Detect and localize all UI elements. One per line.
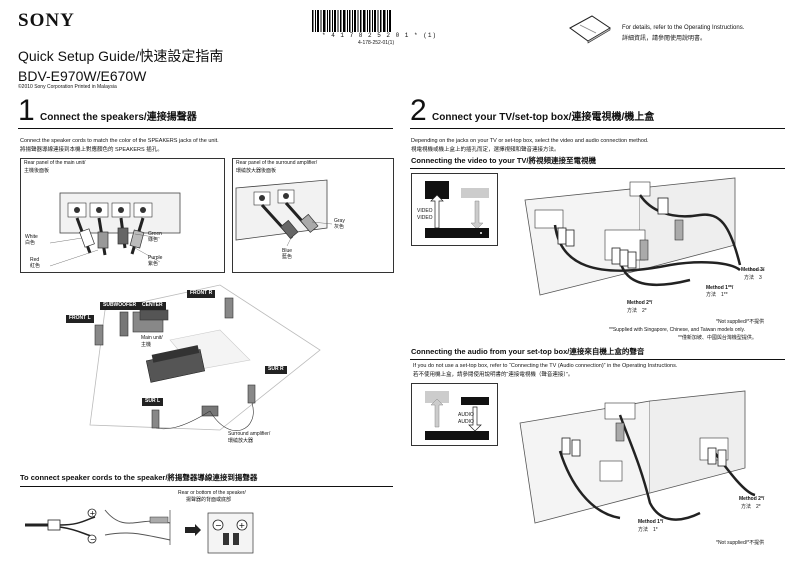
method2x-label-zh: 方法 2* xyxy=(627,308,647,314)
label-sur-r: SUR R xyxy=(265,366,287,374)
main-panel-illustration xyxy=(49,192,181,267)
surround-panel-label-zh: 環繞放大器後面板 xyxy=(236,168,277,174)
model-number: BDV-E970W/E670W xyxy=(18,68,147,84)
color-purple: Purple xyxy=(148,255,163,261)
surround-amp-label: Surround amplifier/ xyxy=(228,431,271,437)
step1-title: Connect the speakers/連接揚聲器 xyxy=(40,112,197,123)
step1-divider xyxy=(18,128,393,130)
audio-note: *Not supplied/*不提供 xyxy=(716,540,765,546)
color-white-zh: 白色 xyxy=(25,240,36,246)
method2x-label: Method 2*/ xyxy=(627,300,653,306)
video-connection-illustration xyxy=(524,177,765,296)
method1-audio-label: Method 1*/ xyxy=(638,519,664,525)
svg-text:−: − xyxy=(215,521,222,530)
video-note-3: **僅新加坡、中國與台灣機型提供。 xyxy=(678,335,757,341)
guide-title: Quick Setup Guide/快速設定指南 xyxy=(18,48,224,64)
cords-divider xyxy=(20,486,393,487)
label-front-l: FRONT L xyxy=(66,315,94,323)
color-gray-zh: 灰色 xyxy=(334,224,345,230)
main-panel-label: Rear panel of the main unit/ xyxy=(24,160,86,166)
video-label-2: VIDEO xyxy=(417,215,433,221)
sony-logo: SONY xyxy=(18,10,75,31)
video-note-2: **Supplied with Singapore, Chinese, and … xyxy=(609,327,746,333)
cord-connection-illustration: + − − + xyxy=(25,508,254,554)
room-layout-illustration xyxy=(89,284,321,431)
part-number: 4-178-252-01(1) xyxy=(358,40,395,46)
color-red: Red xyxy=(30,257,40,263)
label-front-r: FRONT R xyxy=(187,290,216,298)
step1-desc-zh: 將揚聲器導線連接到本機上對應顏色的 SPEAKERS 插孔。 xyxy=(20,147,163,153)
method3-label-zh: 方法 3 xyxy=(744,275,762,281)
cords-title: To connect speaker cords to the speaker/… xyxy=(20,473,258,482)
copyright: ©2010 Sony Corporation Printed in Malays… xyxy=(18,84,117,90)
video-section-title: Connecting the video to your TV/將視頻連接至電視… xyxy=(411,156,597,165)
audio-section-title: Connecting the audio from your set-top b… xyxy=(411,347,645,356)
cords-rear-label: Rear or bottom of the speaker/ xyxy=(178,490,246,496)
color-gray: Gray xyxy=(334,218,345,224)
manual-book-icon xyxy=(569,15,611,44)
svg-text:+: + xyxy=(239,521,246,530)
method3-label: Method 3/ xyxy=(741,267,765,273)
color-purple-zh: 紫色 xyxy=(148,261,159,267)
method1-audio-label-zh: 方法 1* xyxy=(638,527,658,533)
step2-title: Connect your TV/set-top box/連接電視機/機上盒 xyxy=(432,112,655,123)
svg-text:−: − xyxy=(90,536,96,544)
method1x-label: Method 1**/ xyxy=(706,285,734,291)
video-section-divider xyxy=(410,168,785,169)
video-inset-illustration xyxy=(425,181,489,238)
surround-panel-illustration xyxy=(235,179,333,247)
barcode xyxy=(312,10,391,32)
method2-audio-label: Method 2*/ xyxy=(739,496,765,502)
cords-rear-label-zh: 揚聲器的背面或底部 xyxy=(186,497,232,503)
label-sur-l: SUR L xyxy=(142,398,163,406)
svg-text:+: + xyxy=(90,510,96,518)
step2-desc-en: Depending on the jacks on your TV or set… xyxy=(411,138,649,144)
main-unit-label: Main unit/ xyxy=(141,335,163,341)
color-blue: Blue xyxy=(282,248,293,254)
step2-desc-zh: 視電視機或機上盒上的插孔而定，選擇視頻和聲音連接方法。 xyxy=(411,147,560,153)
method2-audio-label-zh: 方法 2* xyxy=(741,504,761,510)
audio-connection-illustration xyxy=(519,390,756,524)
step1-desc-en: Connect the speaker cords to match the c… xyxy=(20,138,219,144)
audio-inset-illustration xyxy=(425,391,489,440)
subwoofer-speaker xyxy=(119,311,129,337)
color-blue-zh: 藍色 xyxy=(282,254,293,260)
label-subwoofer: SUBWOOFER xyxy=(100,302,140,310)
color-green-zh: 綠色 xyxy=(148,237,159,243)
refer-text-zh: 詳細資訊，請參閱使用說明書。 xyxy=(622,36,707,42)
main-panel-label-zh: 主機後面板 xyxy=(24,168,50,174)
surround-amp-label-zh: 環繞放大器 xyxy=(228,438,254,444)
step1-number: 1 xyxy=(18,94,35,127)
main-unit-label-zh: 主機 xyxy=(141,342,152,348)
color-green: Green xyxy=(148,231,162,237)
surround-panel-label: Rear panel of the surround amplifier/ xyxy=(236,160,318,166)
audio-desc-en: If you do not use a set-top box, refer t… xyxy=(413,363,678,369)
video-label-1: VIDEO xyxy=(417,208,433,214)
audio-label-2: AUDIO xyxy=(458,419,474,425)
refer-text-en: For details, refer to the Operating Inst… xyxy=(622,25,745,31)
audio-label-1: AUDIO xyxy=(458,412,474,418)
color-white: White xyxy=(25,234,38,240)
step2-divider xyxy=(410,128,785,130)
method1x-label-zh: 方法 1** xyxy=(706,292,728,298)
label-center: CENTER xyxy=(139,302,166,310)
step2-number: 2 xyxy=(410,94,427,127)
color-red-zh: 紅色 xyxy=(30,263,41,269)
barcode-number: * 4 1 7 8 2 5 2 0 1 * (1) xyxy=(322,32,438,39)
video-note-1: *Not supplied/*不提供 xyxy=(716,319,765,325)
audio-section-divider xyxy=(410,359,785,360)
audio-desc-zh: 若不使用機上盒，請參閱使用說明書的“連接電視機（聲音連接）”。 xyxy=(413,372,574,378)
